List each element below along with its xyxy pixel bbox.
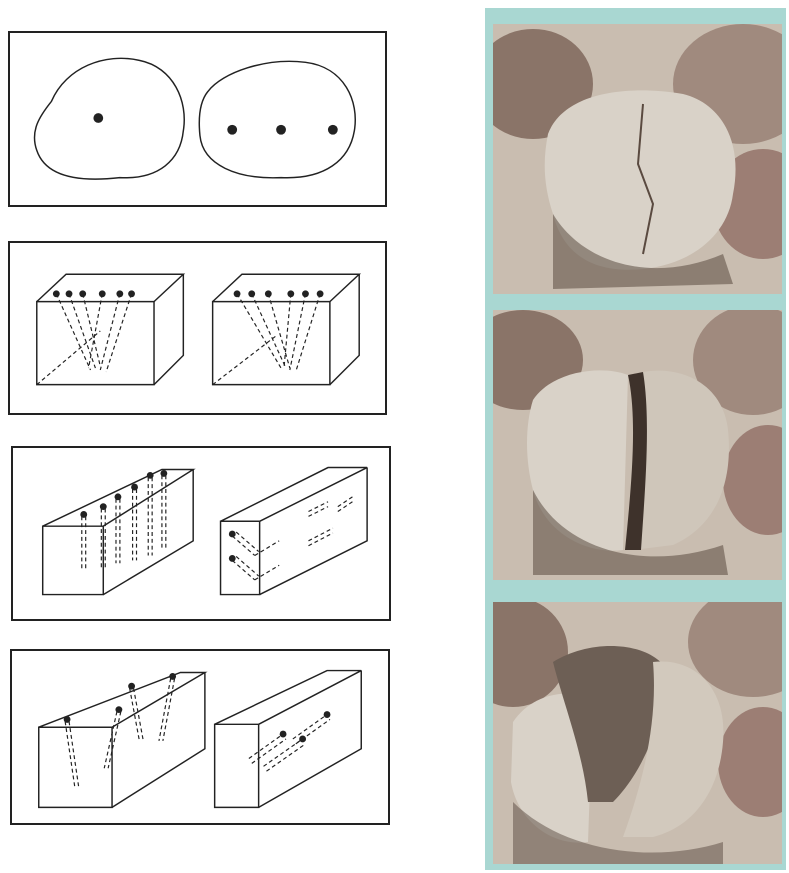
block-left-tall: [41, 468, 196, 596]
vertical-angled-diagram: [41, 466, 368, 596]
panel-outline-holes: [8, 31, 387, 207]
v-holes-left: [36, 293, 133, 386]
v-cut-diagram: [36, 273, 362, 386]
rock-outline-right: [198, 60, 356, 179]
drill-hole-2: [276, 124, 286, 135]
boulder-split-image: [493, 602, 782, 864]
boulder-cracking-image: [493, 310, 782, 580]
outline-holes-diagram: [33, 57, 356, 180]
photo-boulder-cracking: [493, 310, 782, 580]
v-holes-right: [212, 293, 321, 386]
rock-outline-left: [33, 57, 185, 180]
photo-strip: [485, 8, 786, 870]
boulder-intact-image: [493, 24, 782, 294]
drill-hole-1: [227, 124, 238, 135]
inclined-diagram: [38, 669, 362, 809]
angled-side-holes: [231, 496, 353, 581]
block-right-long: [219, 466, 368, 596]
drill-hole-3: [327, 124, 338, 135]
block-left: [36, 273, 186, 386]
panel-v-cut-holes: [8, 241, 387, 415]
inclined-holes-right: [248, 714, 331, 772]
panel-inclined-holes: [10, 649, 390, 825]
block-right-incline: [213, 669, 362, 809]
block-right: [211, 273, 362, 386]
inclined-holes-left: [64, 678, 176, 788]
drill-hole-center: [93, 113, 104, 123]
photo-boulder-split: [493, 602, 782, 864]
photo-boulder-intact: [493, 24, 782, 294]
block-left-incline: [38, 671, 208, 809]
panel-vertical-angled-holes: [11, 446, 391, 621]
vertical-holes: [81, 475, 167, 571]
